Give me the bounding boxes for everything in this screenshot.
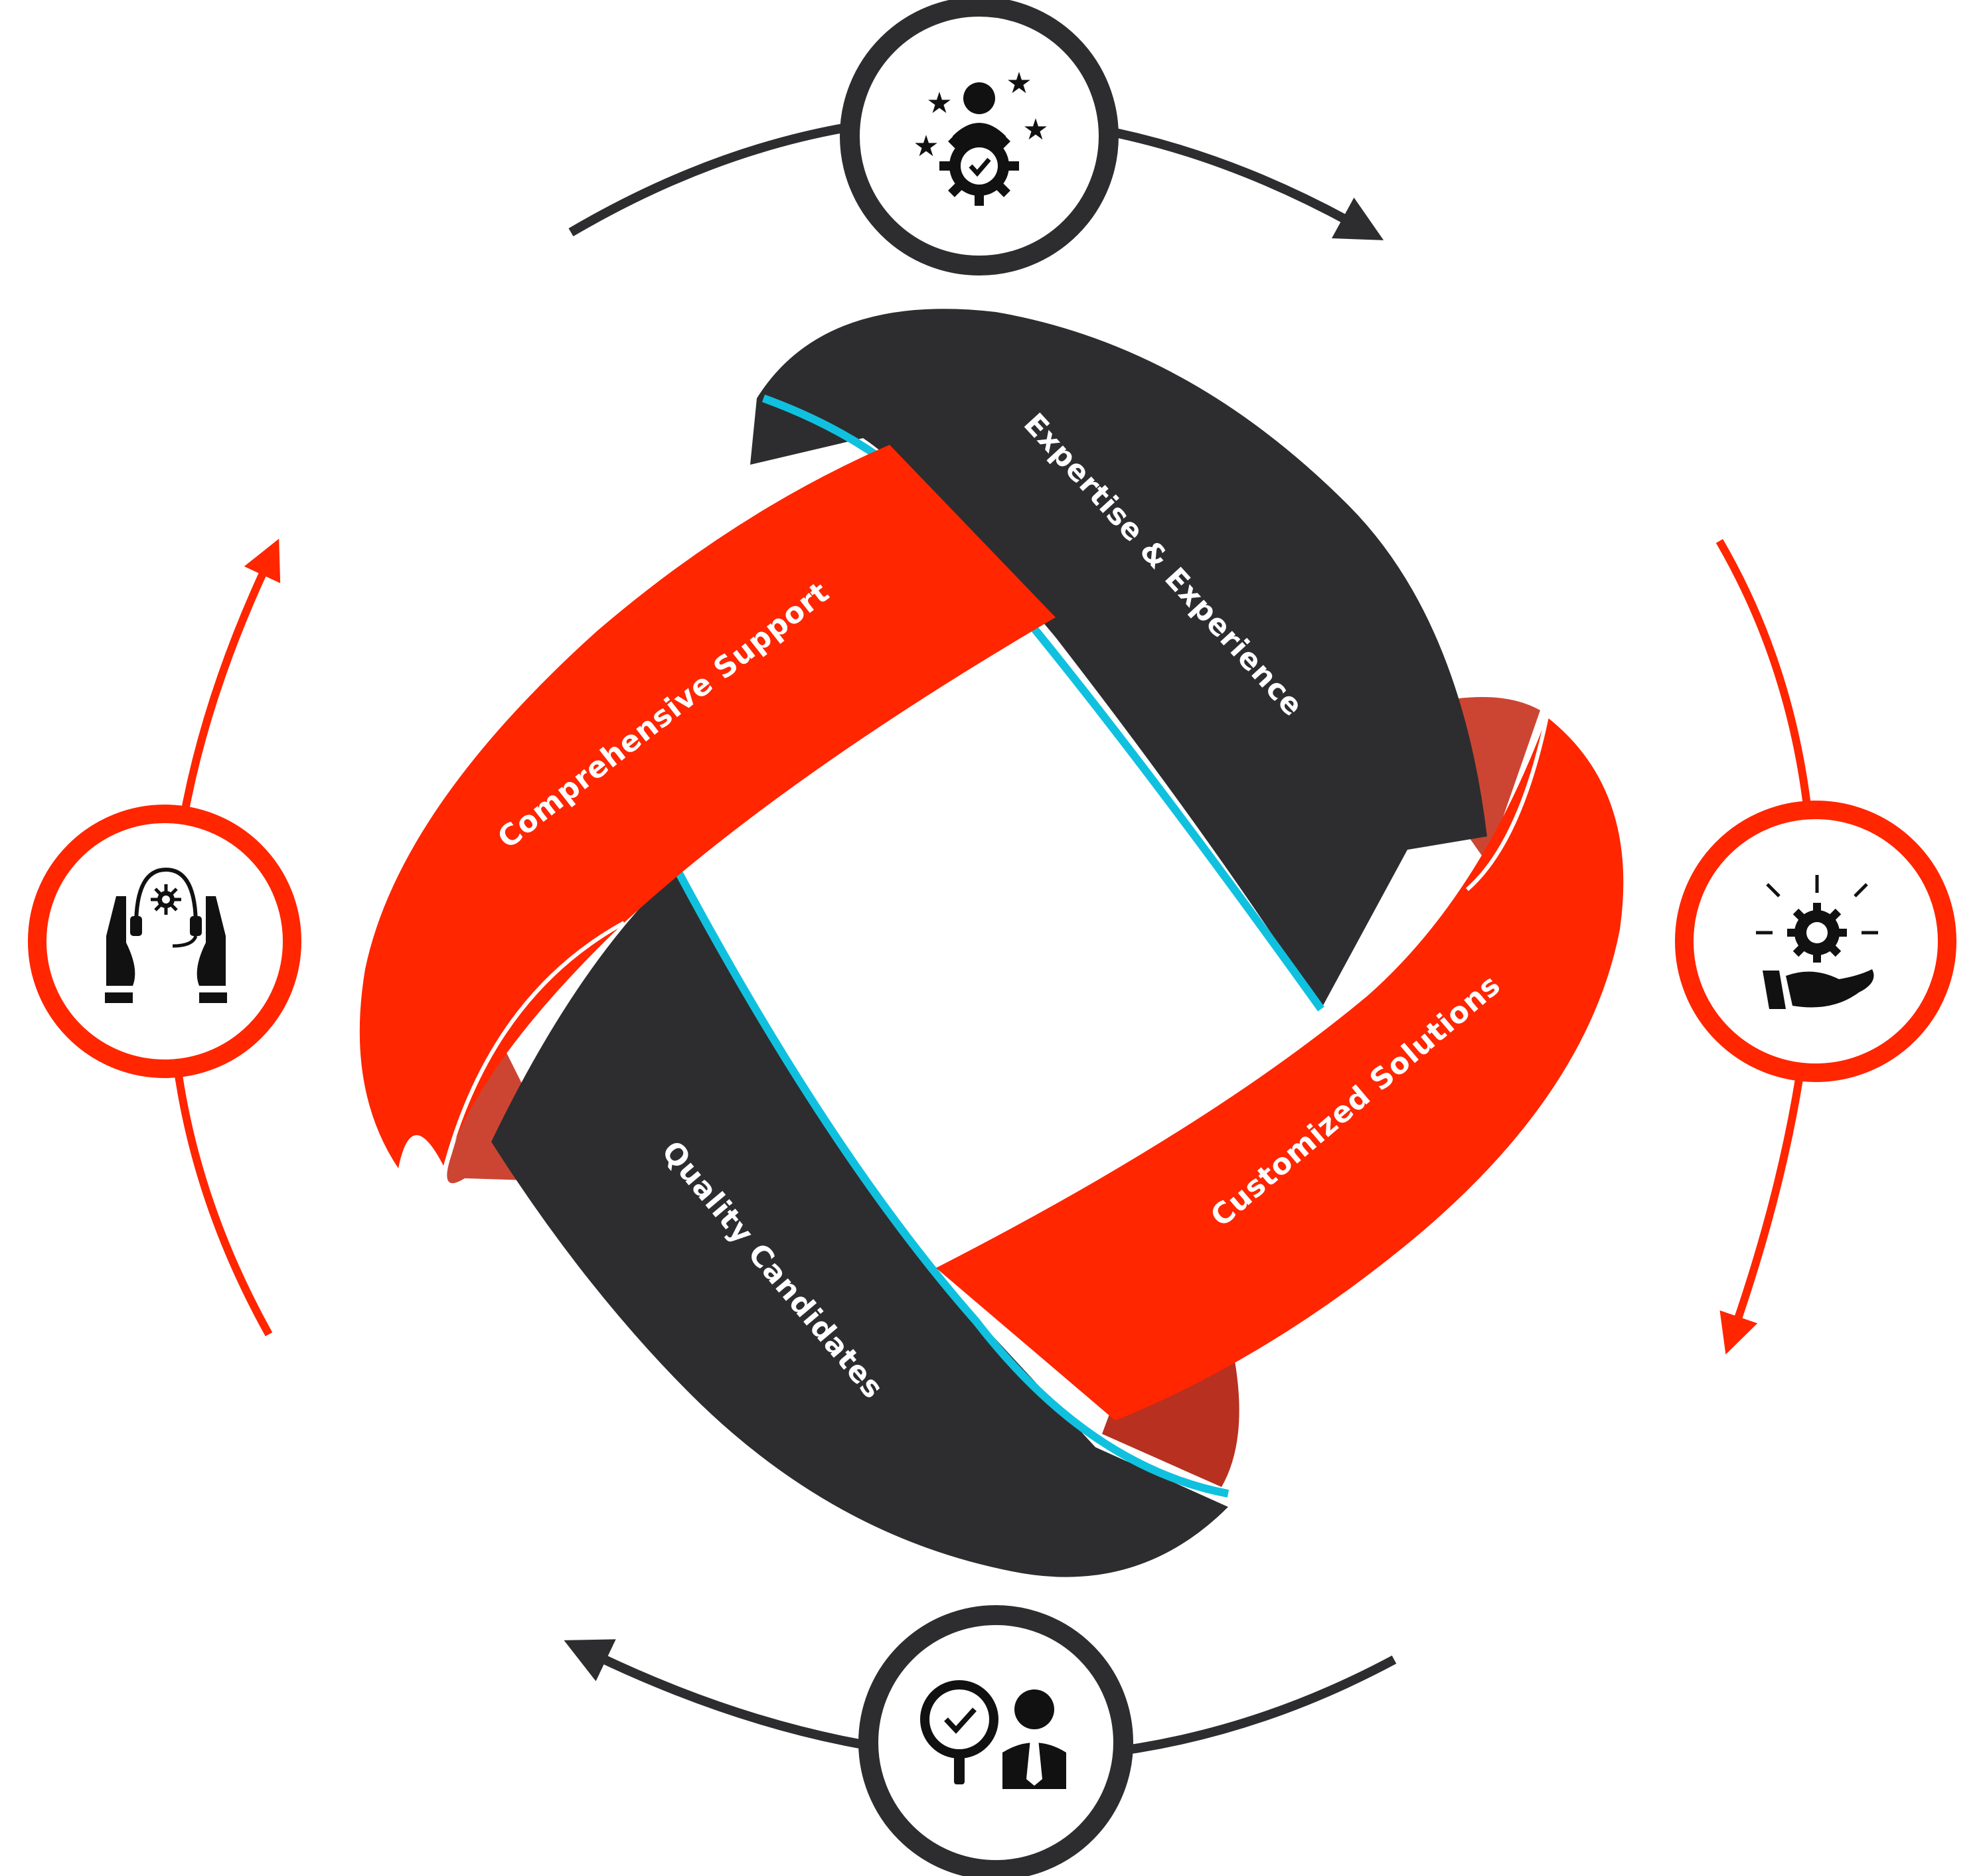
node-left bbox=[28, 805, 301, 1078]
node-top: ★ ★ ★ ★ bbox=[840, 0, 1119, 275]
person-gear-stars-icon: ★ ★ ★ ★ bbox=[913, 66, 1049, 206]
svg-text:★: ★ bbox=[926, 86, 952, 120]
band-support-shape bbox=[359, 445, 1056, 1168]
node-bottom bbox=[858, 1605, 1133, 1876]
band-solutions-edge bbox=[1466, 716, 1549, 892]
svg-text:★: ★ bbox=[913, 129, 939, 163]
hands-headset-gear-icon bbox=[105, 867, 227, 1003]
band-expertise-shape bbox=[750, 309, 1487, 1009]
band-quality-accent bbox=[673, 868, 1229, 1498]
svg-text:★: ★ bbox=[1022, 113, 1048, 147]
node-right bbox=[1675, 801, 1956, 1082]
svg-text:★: ★ bbox=[1006, 66, 1032, 100]
band-support-edge bbox=[443, 921, 625, 1169]
ribbon-graphic: Expertise & Experience Customized Soluti… bbox=[359, 309, 1624, 1577]
band-solutions-shape bbox=[936, 717, 1624, 1421]
search-check-person-icon bbox=[920, 1680, 1066, 1789]
hand-gear-arrows-icon bbox=[1756, 875, 1878, 1009]
